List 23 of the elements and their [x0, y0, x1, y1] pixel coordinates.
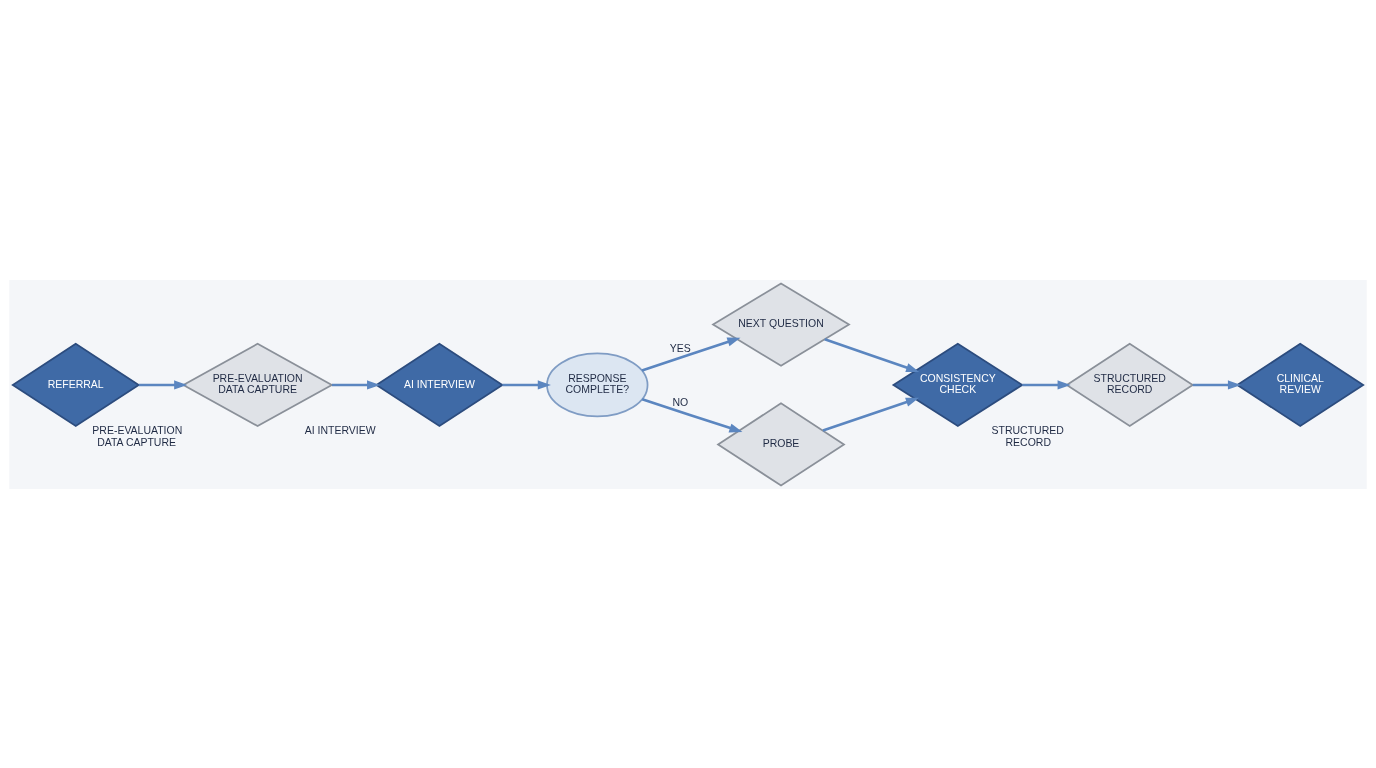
node-diamond: REFERRAL: [11, 342, 141, 427]
node-diamond: STRUCTURED RECORD: [1065, 342, 1195, 427]
arrow: [331, 379, 381, 390]
edge-label: NO: [672, 396, 689, 408]
node-label: AI INTERVIEW: [304, 424, 376, 436]
arrow: [138, 379, 188, 390]
arrow: [641, 337, 741, 372]
arrow: [1022, 379, 1071, 390]
arrow: [824, 337, 920, 372]
node-diamond: NEXT QUESTION: [711, 281, 851, 367]
node-diamond: CONSISTENCY CHECK: [891, 342, 1024, 427]
arrow: [1192, 379, 1242, 390]
edge-label: YES: [669, 342, 691, 354]
arrow: [822, 397, 920, 432]
node-label: STRUCTURED RECORD: [991, 424, 1064, 448]
node-label: PRE-EVALUATION DATA CAPTURE: [92, 424, 183, 448]
node-diamond: AI INTERVIEW: [374, 342, 504, 427]
arrow: [502, 379, 551, 390]
node-diamond: CLINICAL REVIEW: [1235, 342, 1365, 427]
node-ellipse: RESPONSE COMPLETE?: [546, 352, 649, 417]
arrow: [641, 397, 743, 432]
node-diamond: PROBE: [716, 401, 846, 487]
node-diamond: PRE-EVALUATION DATA CAPTURE: [181, 342, 334, 427]
